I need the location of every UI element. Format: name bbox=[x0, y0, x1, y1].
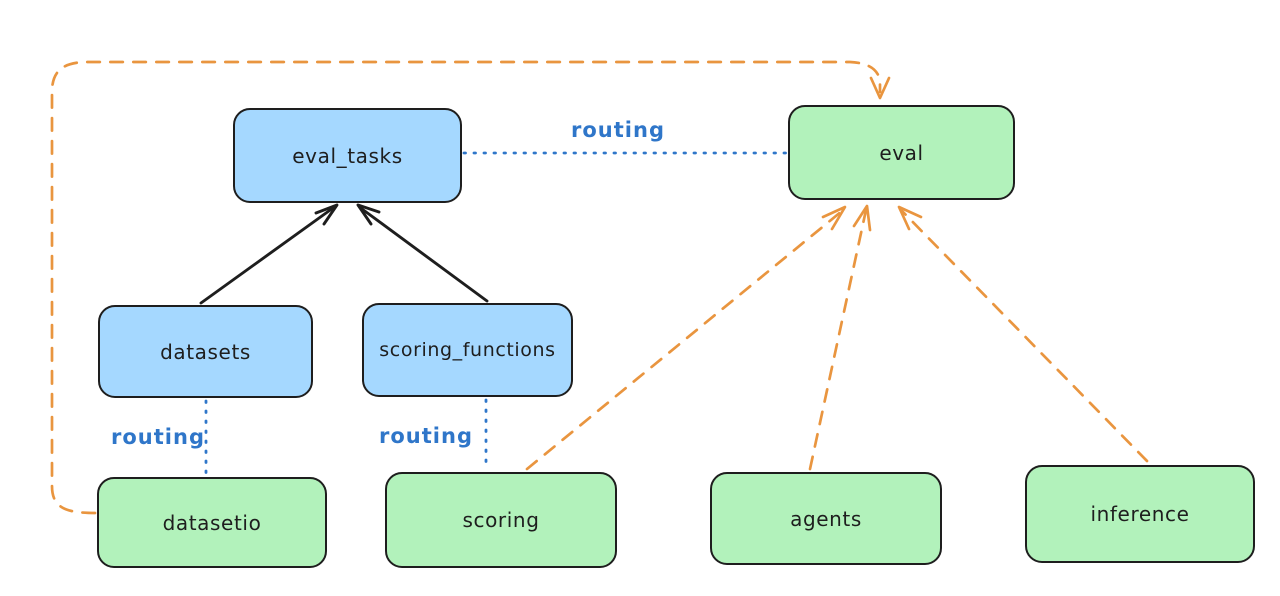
node-agents[interactable]: agents bbox=[710, 472, 942, 565]
node-label: datasetio bbox=[162, 510, 262, 535]
node-scoring_functions[interactable]: scoring_functions bbox=[362, 303, 573, 397]
node-datasetio[interactable]: datasetio bbox=[97, 477, 327, 568]
node-label: datasets bbox=[160, 339, 251, 364]
edge-agents-to-eval-dashed bbox=[808, 204, 872, 471]
node-label: scoring_functions bbox=[379, 339, 556, 361]
edge-scoring_functions-to-eval_tasks bbox=[356, 203, 489, 303]
node-eval[interactable]: eval bbox=[788, 105, 1015, 200]
edge-datasetio-to-eval-dashed bbox=[50, 60, 891, 515]
edge-scoring-to-eval-dashed bbox=[525, 205, 847, 471]
node-label: eval_tasks bbox=[292, 143, 403, 168]
node-label: inference bbox=[1090, 502, 1190, 526]
edge-datasets-to-eval_tasks bbox=[199, 203, 339, 305]
node-label: eval bbox=[879, 140, 924, 165]
node-label: scoring bbox=[462, 508, 540, 532]
edge-inference-to-eval-dashed bbox=[897, 205, 1149, 463]
node-inference[interactable]: inference bbox=[1025, 465, 1255, 563]
node-datasets[interactable]: datasets bbox=[98, 305, 313, 398]
edge-label-routing-left: routing bbox=[111, 425, 205, 449]
edge-label-routing-mid: routing bbox=[379, 424, 473, 448]
edge-label-routing-top: routing bbox=[571, 118, 665, 142]
node-eval_tasks[interactable]: eval_tasks bbox=[233, 108, 462, 203]
node-scoring[interactable]: scoring bbox=[385, 472, 617, 568]
node-label: agents bbox=[790, 506, 862, 531]
